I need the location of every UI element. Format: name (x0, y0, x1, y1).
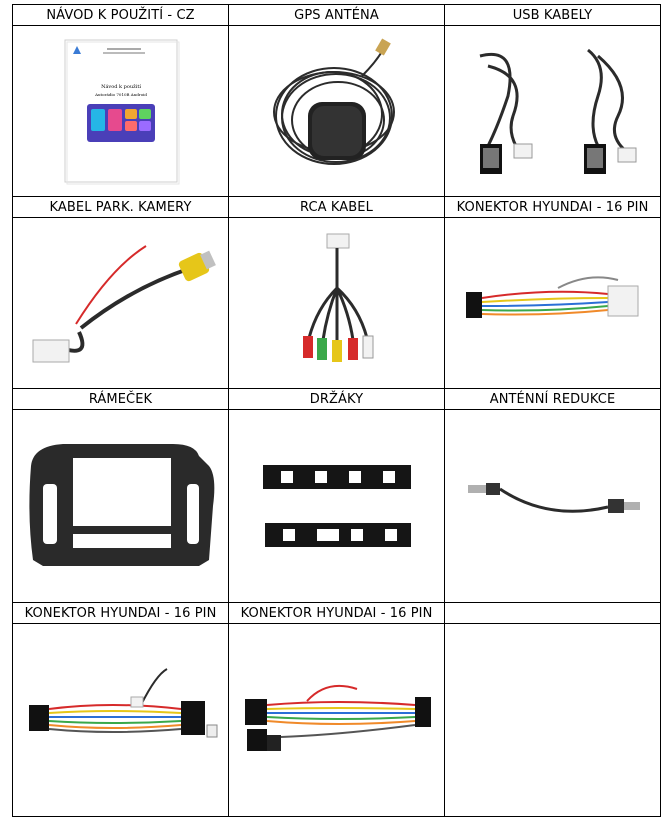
hyundai-harness-2-cell (228, 623, 445, 817)
cell-label: USB KABELY (444, 4, 661, 26)
cell-label: NÁVOD K POUŽITÍ - CZ (12, 4, 229, 26)
gps-antenna-image (272, 38, 395, 165)
cell-label: ANTÉNNÍ REDUKCE (444, 388, 661, 410)
brackets-image (262, 465, 411, 547)
manual-title: Návod k použití (101, 83, 141, 90)
rca-cable-cell (228, 217, 445, 389)
cell-label: GPS ANTÉNA (228, 4, 445, 26)
cell-label: DRŽÁKY (228, 388, 445, 410)
cell-label: KABEL PARK. KAMERY (12, 196, 229, 218)
usb-cables-cell (444, 25, 661, 197)
hyundai-harness-cell (12, 623, 229, 817)
image-row: Návod k použití Autorádio 7010B Android (12, 25, 661, 197)
header-row: KABEL PARK. KAMERY RCA KABEL KONEKTOR HY… (12, 196, 661, 218)
manual-booklet-image: Návod k použití Autorádio 7010B Android (64, 39, 179, 185)
hyundai-16pin-harness-2-image (244, 685, 431, 751)
parking-camera-cell (12, 217, 229, 389)
rca-cable-image (302, 233, 373, 362)
manual-cell: Návod k použití Autorádio 7010B Android (12, 25, 229, 197)
antenna-adapter-image (467, 483, 640, 513)
cell-label (444, 602, 661, 624)
header-row: RÁMEČEK DRŽÁKY ANTÉNNÍ REDUKCE (12, 388, 661, 410)
frame-cell (12, 409, 229, 603)
header-row: KONEKTOR HYUNDAI - 16 PIN KONEKTOR HYUND… (12, 602, 661, 624)
image-row (12, 217, 661, 389)
image-row (12, 409, 661, 603)
image-row (12, 623, 661, 817)
manual-subtitle: Autorádio 7010B Android (94, 92, 147, 97)
brackets-cell (228, 409, 445, 603)
cell-label: RÁMEČEK (12, 388, 229, 410)
cell-label: KONEKTOR HYUNDAI - 16 PIN (12, 602, 229, 624)
package-contents-table: NÁVOD K POUŽITÍ - CZ GPS ANTÉNA USB KABE… (12, 4, 661, 817)
parking-camera-cable-image (32, 245, 216, 363)
usb-cables-image (479, 48, 636, 174)
cell-label: RCA KABEL (228, 196, 445, 218)
hyundai-16pin-harness-image (28, 668, 217, 738)
header-row: NÁVOD K POUŽITÍ - CZ GPS ANTÉNA USB KABE… (12, 4, 661, 26)
gps-antenna-cell (228, 25, 445, 197)
hyundai-connector-cell (444, 217, 661, 389)
antenna-adapter-cell (444, 409, 661, 603)
cell-label: KONEKTOR HYUNDAI - 16 PIN (228, 602, 445, 624)
cell-label: KONEKTOR HYUNDAI - 16 PIN (444, 196, 661, 218)
hyundai-16pin-connector-image (465, 276, 638, 318)
dash-frame-image (28, 444, 214, 566)
empty-cell (444, 623, 661, 817)
